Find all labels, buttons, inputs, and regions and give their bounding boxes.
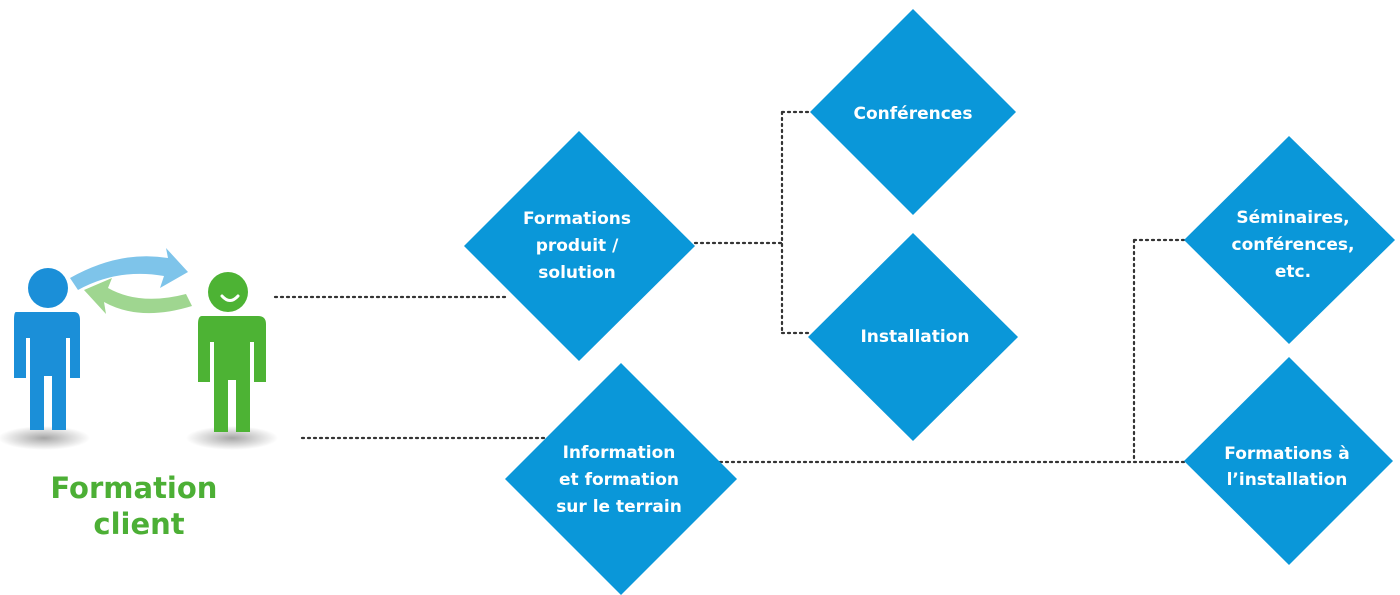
label-seminaires-line-3: etc. (1275, 262, 1311, 282)
connectors (273, 110, 1187, 464)
caption-line-2: client (93, 507, 184, 541)
label-conferences: Conférences (854, 104, 973, 124)
label-installation: Installation (860, 327, 969, 347)
smiling-person-icon (198, 272, 266, 432)
person-icon (14, 268, 80, 430)
blue-person-head (28, 268, 68, 308)
label-formations-installation-line-1: Formations à (1224, 444, 1349, 464)
connector-information-terrain-branch (718, 238, 1187, 464)
label-information-terrain-line-2: et formation (559, 470, 679, 490)
label-formations-produit-line-1: Formations (523, 209, 631, 229)
label-seminaires: Séminaires, conférences, etc. (1232, 208, 1355, 282)
label-seminaires-line-2: conférences, (1232, 235, 1355, 255)
label-formations-produit-line-2: produit / (536, 236, 619, 256)
exchange-arrows-icon (70, 248, 192, 314)
label-information-terrain: Information et formation sur le terrain (556, 443, 682, 517)
client-illustration (0, 248, 278, 450)
diamond-seminaires (1184, 136, 1395, 344)
label-installation-line-1: Installation (860, 327, 969, 347)
green-person-shadow (186, 426, 278, 450)
arrow-green (84, 278, 192, 314)
label-information-terrain-line-1: Information (563, 443, 676, 463)
blue-person-shadow (0, 426, 90, 450)
label-formations-installation-line-2: l’installation (1227, 470, 1348, 490)
label-formations-installation: Formations à l’installation (1224, 444, 1349, 490)
label-formations-produit: Formations produit / solution (523, 209, 631, 283)
green-person-head (208, 272, 248, 312)
blue-person-body (14, 312, 80, 430)
diamond-installation (808, 233, 1018, 441)
green-person-body (198, 316, 266, 432)
green-person-smile (220, 294, 240, 302)
diamond-nodes (464, 9, 1395, 595)
caption-line-1: Formation (50, 471, 217, 505)
diamond-formations-produit (464, 131, 695, 361)
label-seminaires-line-1: Séminaires, (1236, 208, 1349, 228)
arrow-blue (70, 248, 188, 290)
diamond-conferences (810, 9, 1016, 215)
label-conferences-line-1: Conférences (854, 104, 973, 124)
connector-formations-produit-branch (693, 110, 814, 335)
label-formations-produit-line-3: solution (538, 263, 615, 283)
label-information-terrain-line-3: sur le terrain (556, 497, 682, 517)
diamond-formations-installation (1184, 357, 1393, 565)
diamond-information-terrain (505, 363, 737, 595)
caption-formation-client: Formation client (50, 471, 227, 541)
